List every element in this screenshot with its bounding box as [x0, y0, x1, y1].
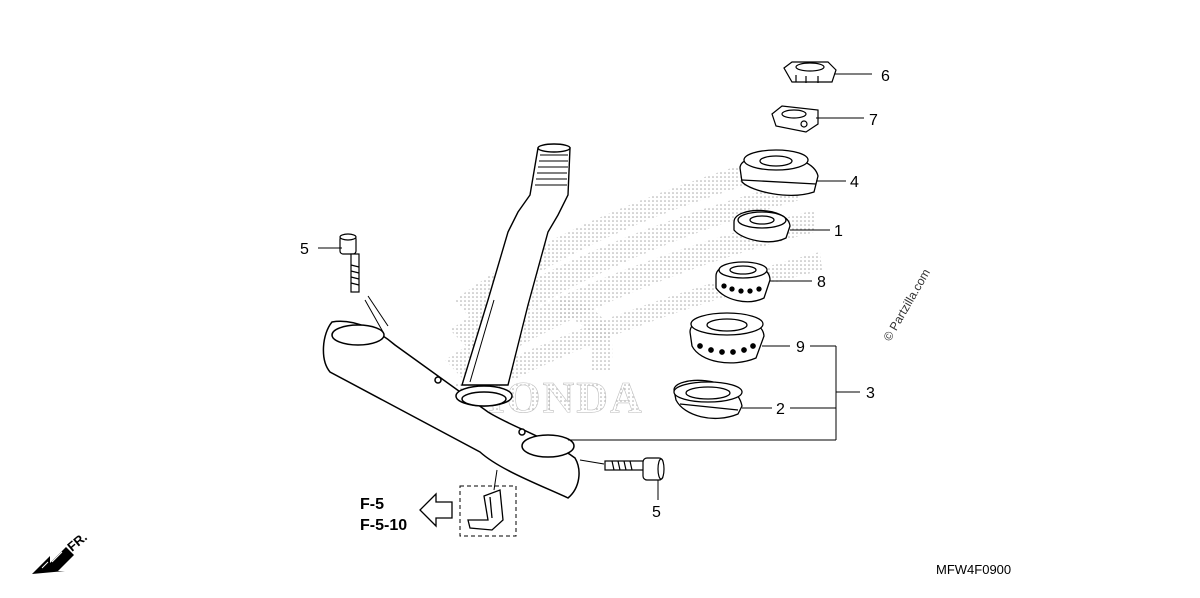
callout-7: 7 [869, 112, 878, 129]
diagram-code: MFW4F0900 [936, 562, 1011, 577]
bolt-lower-right [604, 457, 665, 481]
front-direction-arrow-icon [32, 547, 74, 574]
callout-5-lower: 5 [652, 504, 661, 521]
part-2-lower-dust-seal [673, 379, 743, 420]
callout-4: 4 [850, 174, 859, 191]
callout-2: 2 [776, 401, 785, 418]
callout-3: 3 [866, 385, 875, 402]
part-1-dust-seal [733, 209, 791, 243]
mounting-bracket [467, 489, 504, 531]
callout-5-upper: 5 [300, 241, 309, 258]
callout-6: 6 [881, 68, 890, 85]
callout-8: 8 [817, 274, 826, 291]
ref-label-f5: F-5 [360, 496, 384, 513]
hollow-left-arrow-icon [419, 492, 453, 528]
ref-label-f5-10: F-5-10 [360, 517, 407, 534]
bottom-bridge [322, 320, 580, 499]
callout-1: 1 [834, 223, 843, 240]
callout-9: 9 [796, 339, 805, 356]
leader-lines [318, 73, 872, 500]
steering-stem [461, 143, 571, 386]
part-8-upper-bearing [715, 261, 771, 303]
part-4-adjusting-nut [739, 149, 819, 196]
part-7-lock-washer [771, 105, 819, 133]
partzilla-watermark: © Partzilla.com [880, 266, 933, 343]
part-6-lock-nut [783, 61, 837, 83]
part-9-lower-bearing [689, 312, 765, 364]
bolt-upper-left [339, 233, 360, 293]
bracket-dashed-box [459, 485, 517, 537]
